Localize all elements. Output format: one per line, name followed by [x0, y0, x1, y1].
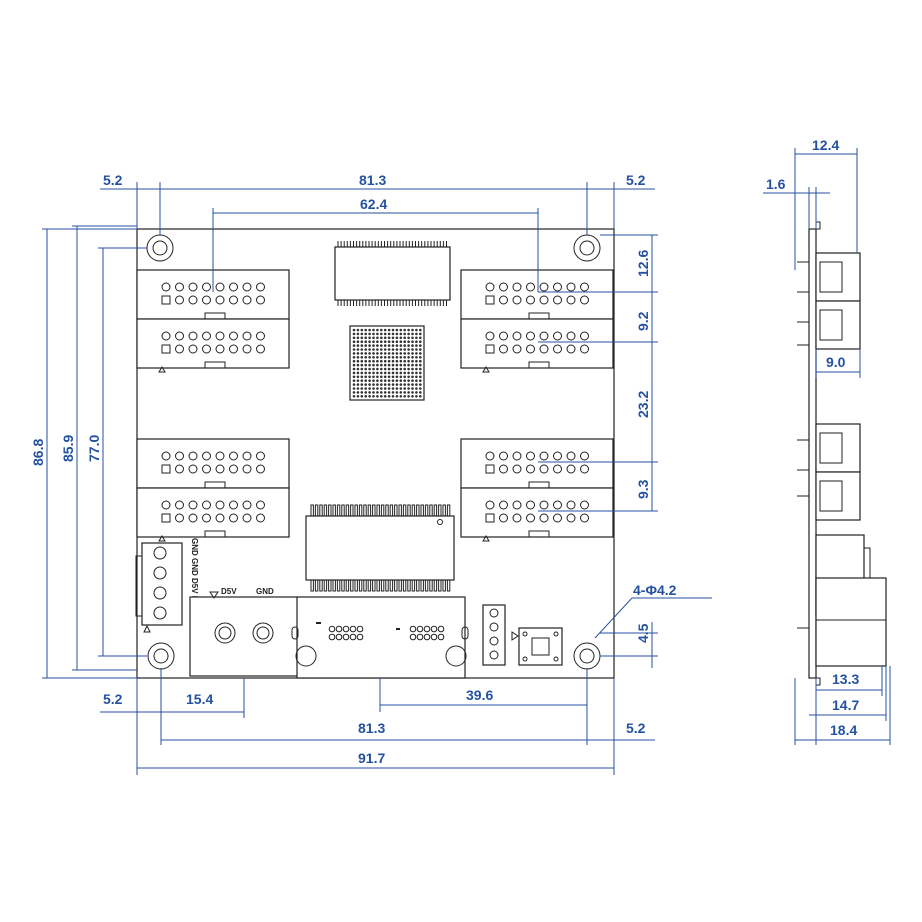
dim-bottom-connector-offset: 39.6	[466, 687, 493, 703]
bga-chip	[349, 325, 425, 401]
dim-bottom-right-offset: 5.2	[626, 720, 646, 736]
dim-left-height-outer: 86.8	[30, 439, 46, 466]
dim-header-span: 62.4	[360, 196, 387, 212]
dim-side-total-depth: 18.4	[830, 722, 857, 738]
dim-side-header-depth: 9.0	[826, 354, 846, 370]
terminal-gnd-label: GND	[256, 587, 274, 596]
box-header	[136, 487, 290, 542]
box-header	[460, 438, 614, 489]
pcb-front-view: GND GND D5V D5V D5V GND	[135, 228, 615, 679]
dim-bottom-total-width: 91.7	[358, 750, 385, 766]
box-header	[460, 318, 614, 373]
dim-left-height-inner: 77.0	[86, 435, 102, 462]
dim-right-pitch-1: 9.2	[635, 311, 651, 331]
bottom-connector	[291, 596, 469, 679]
dim-right-gap: 23.2	[635, 391, 651, 418]
side-dimensions: 12.4 1.6 9.0 13.3 14.7 18.4	[763, 137, 891, 745]
dim-top-left-offset: 5.2	[103, 172, 123, 188]
power-header-vertical: GND GND D5V D5V	[135, 538, 199, 633]
dim-bottom-terminal-offset: 15.4	[186, 691, 213, 707]
dim-side-top-width: 12.4	[812, 137, 839, 153]
side-view	[797, 221, 887, 686]
vertical-header-label: GND GND D5V D5V	[190, 538, 199, 612]
side-board	[808, 228, 817, 679]
side-header-4	[815, 471, 861, 521]
box-header	[136, 438, 290, 489]
dim-right-bottom-margin: 4.5	[635, 623, 651, 643]
dim-right-pitch-2: 9.3	[635, 479, 651, 499]
terminal-d5v-label: D5V	[221, 587, 237, 596]
front-dimensions: 5.2 81.3 5.2 62.4 12.6 9.2 23.2 9.3 4.5 …	[30, 172, 712, 775]
dim-side-base-1: 13.3	[832, 671, 859, 687]
dim-hole-spec: 4-Φ4.2	[633, 582, 677, 598]
dim-right-top-margin: 12.6	[635, 250, 651, 277]
dim-side-base-2: 14.7	[832, 697, 859, 713]
small-header-right	[482, 604, 506, 666]
side-header-2	[815, 300, 861, 350]
box-header	[460, 269, 614, 320]
box-header	[460, 487, 614, 542]
screw-terminal: D5V GND	[189, 587, 299, 677]
ic-middle	[305, 504, 455, 592]
box-header	[136, 318, 290, 373]
dim-bottom-hole-span: 81.3	[358, 720, 385, 736]
dim-bottom-left-offset: 5.2	[103, 691, 123, 707]
push-button	[511, 627, 563, 666]
dim-top-right-offset: 5.2	[626, 172, 646, 188]
side-connector	[815, 577, 887, 667]
ic-top	[334, 241, 451, 306]
side-header-1	[815, 252, 861, 302]
dim-top-hole-span: 81.3	[359, 172, 386, 188]
dim-side-board-thickness: 1.6	[766, 176, 786, 192]
side-header-3	[815, 423, 861, 473]
dim-left-height-mid: 85.9	[60, 435, 76, 462]
